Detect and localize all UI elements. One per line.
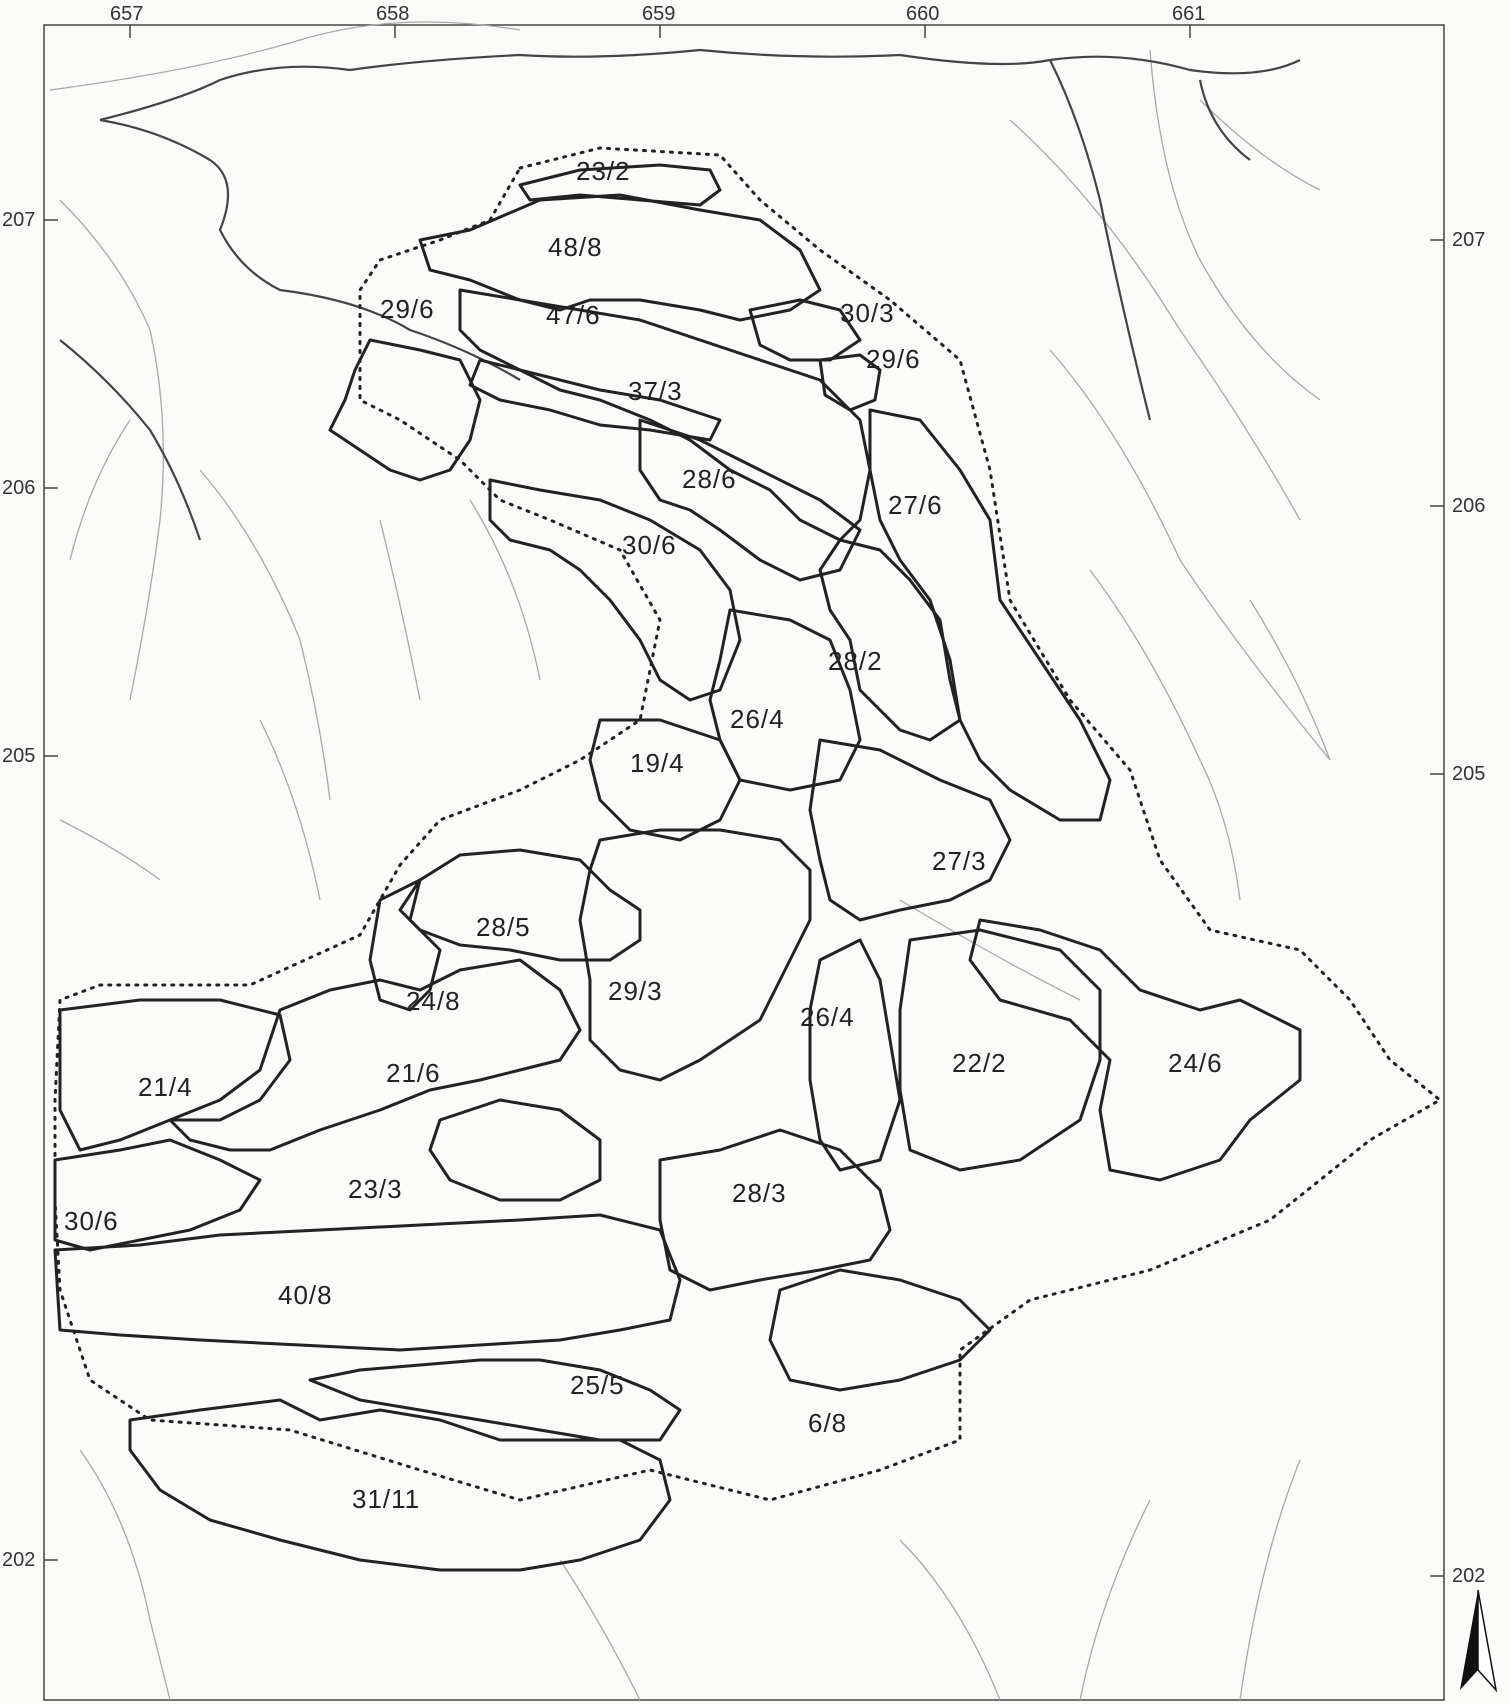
y-axis-ticks-right: 207 206 205 202 xyxy=(1430,229,1485,1587)
unit-24-6 xyxy=(968,918,1302,1182)
unit-label: 29/3 xyxy=(608,976,663,1006)
unit-label: 40/8 xyxy=(278,1280,333,1310)
unit-24-8 xyxy=(368,878,442,1012)
unit-23-2 xyxy=(518,163,722,207)
y-axis-ticks-left: 207 206 205 202 xyxy=(2,209,58,1571)
x-tick-label: 661 xyxy=(1172,3,1205,25)
y-tick-label: 207 xyxy=(2,209,35,231)
y-tick-label: 202 xyxy=(2,1549,35,1571)
north-arrow-icon xyxy=(1460,1589,1498,1693)
unit-28-6 xyxy=(638,418,862,582)
unit-label: 27/6 xyxy=(888,490,943,520)
unit-label: 47/6 xyxy=(546,300,601,330)
unit-label: 28/3 xyxy=(732,1178,787,1208)
unit-21-4 xyxy=(58,998,292,1152)
unit-23-3 xyxy=(428,1098,602,1202)
unit-29-3 xyxy=(578,828,812,1082)
unit-label: 23/2 xyxy=(576,156,631,186)
unit-label: 19/4 xyxy=(630,748,685,778)
unit-label: 28/5 xyxy=(476,912,531,942)
unit-label: 29/6 xyxy=(866,344,921,374)
unit-label: 25/5 xyxy=(570,1370,625,1400)
x-axis-ticks: 657 658 659 660 661 xyxy=(110,3,1205,38)
unit-29-6-east xyxy=(818,353,882,412)
unit-28-2 xyxy=(818,538,962,742)
unit-30-6-sw xyxy=(53,1138,262,1252)
unit-6-8 xyxy=(768,1268,992,1392)
unit-label: 28/2 xyxy=(828,646,883,676)
y-tick-label: 206 xyxy=(1452,495,1485,517)
unit-label: 24/6 xyxy=(1168,1048,1223,1078)
unit-22-2 xyxy=(898,928,1102,1172)
unit-label: 37/3 xyxy=(628,376,683,406)
x-tick-label: 659 xyxy=(642,3,675,25)
unit-label: 27/3 xyxy=(932,846,987,876)
unit-label: 28/6 xyxy=(682,464,737,494)
main-river xyxy=(59,48,1301,541)
unit-40-8 xyxy=(53,1213,682,1352)
y-tick-label: 207 xyxy=(1452,229,1485,251)
unit-30-3 xyxy=(748,298,862,362)
unit-label: 23/3 xyxy=(348,1174,403,1204)
x-tick-label: 657 xyxy=(110,3,143,25)
unit-37-3 xyxy=(468,358,722,442)
unit-48-8 xyxy=(418,193,822,322)
unit-47-6 xyxy=(458,288,872,542)
unit-28-3 xyxy=(658,1128,892,1292)
y-tick-label: 205 xyxy=(2,745,35,767)
y-tick-label: 202 xyxy=(1452,1565,1485,1587)
unit-label: 48/8 xyxy=(548,232,603,262)
unit-30-6 xyxy=(488,478,742,702)
unit-label: 29/6 xyxy=(380,294,435,324)
x-tick-label: 660 xyxy=(906,3,939,25)
unit-label: 24/8 xyxy=(406,986,461,1016)
unit-label: 21/4 xyxy=(138,1072,193,1102)
unit-label: 22/2 xyxy=(952,1048,1007,1078)
unit-31-11 xyxy=(128,1398,672,1572)
unit-label: 6/8 xyxy=(808,1408,847,1438)
y-tick-label: 205 xyxy=(1452,763,1485,785)
unit-21-6 xyxy=(168,958,582,1152)
unit-label: 30/6 xyxy=(64,1206,119,1236)
unit-label: 21/6 xyxy=(386,1058,441,1088)
unit-29-6-west xyxy=(328,338,482,482)
x-tick-label: 658 xyxy=(376,3,409,25)
unit-25-5 xyxy=(308,1358,682,1442)
unit-label: 31/11 xyxy=(352,1484,420,1514)
unit-28-5 xyxy=(398,848,642,962)
map-units xyxy=(53,146,1443,1572)
unit-26-4-south xyxy=(808,938,902,1172)
unit-27-6 xyxy=(868,408,1112,822)
unit-labels: 23/2 48/8 29/6 47/6 30/3 29/6 37/3 28/6 … xyxy=(64,156,1223,1514)
unit-27-3 xyxy=(808,738,1012,922)
unit-label: 30/3 xyxy=(840,298,895,328)
map-frame xyxy=(43,24,1445,1701)
unit-label: 26/4 xyxy=(800,1002,855,1032)
y-tick-label: 206 xyxy=(2,477,35,499)
unit-label: 26/4 xyxy=(730,704,785,734)
unit-label: 30/6 xyxy=(622,530,677,560)
drainage-network xyxy=(49,21,1331,1701)
